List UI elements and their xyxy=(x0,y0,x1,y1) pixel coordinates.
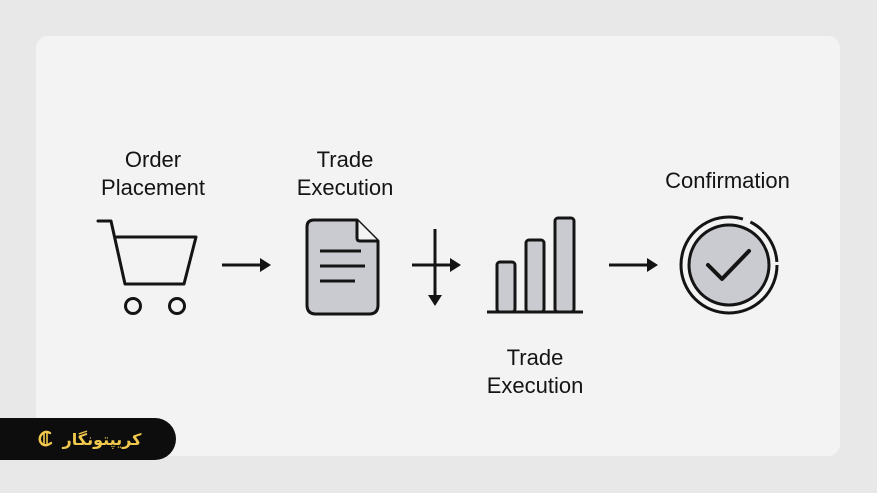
brand-name: کریپتونگار xyxy=(62,429,142,449)
arrow-right-icon xyxy=(222,258,271,272)
split-arrow-icon xyxy=(412,229,461,306)
confirmation-label: Confirmation xyxy=(665,168,790,193)
order-placement-label: Order Placement xyxy=(78,146,228,202)
order-placement-label-line1: Order xyxy=(124,147,182,172)
brand-badge[interactable]: کریپتونگار xyxy=(0,418,176,460)
order-placement-label-line2: Placement xyxy=(101,175,205,200)
trade-execution-bottom-line1: Trade xyxy=(506,345,564,370)
document-icon xyxy=(305,218,380,316)
shopping-cart-icon xyxy=(96,219,198,315)
trade-execution-top-line1: Trade xyxy=(316,147,374,172)
trade-execution-label-bottom: Trade Execution xyxy=(460,344,610,400)
crypto-logo-icon xyxy=(38,430,52,447)
trade-execution-label-top: Trade Execution xyxy=(270,146,420,202)
trade-execution-bottom-line2: Execution xyxy=(486,373,584,398)
trade-execution-top-line2: Execution xyxy=(296,175,394,200)
bar-chart-icon xyxy=(487,216,583,314)
arrow-right-icon xyxy=(609,258,658,272)
check-circle-icon xyxy=(679,215,779,315)
